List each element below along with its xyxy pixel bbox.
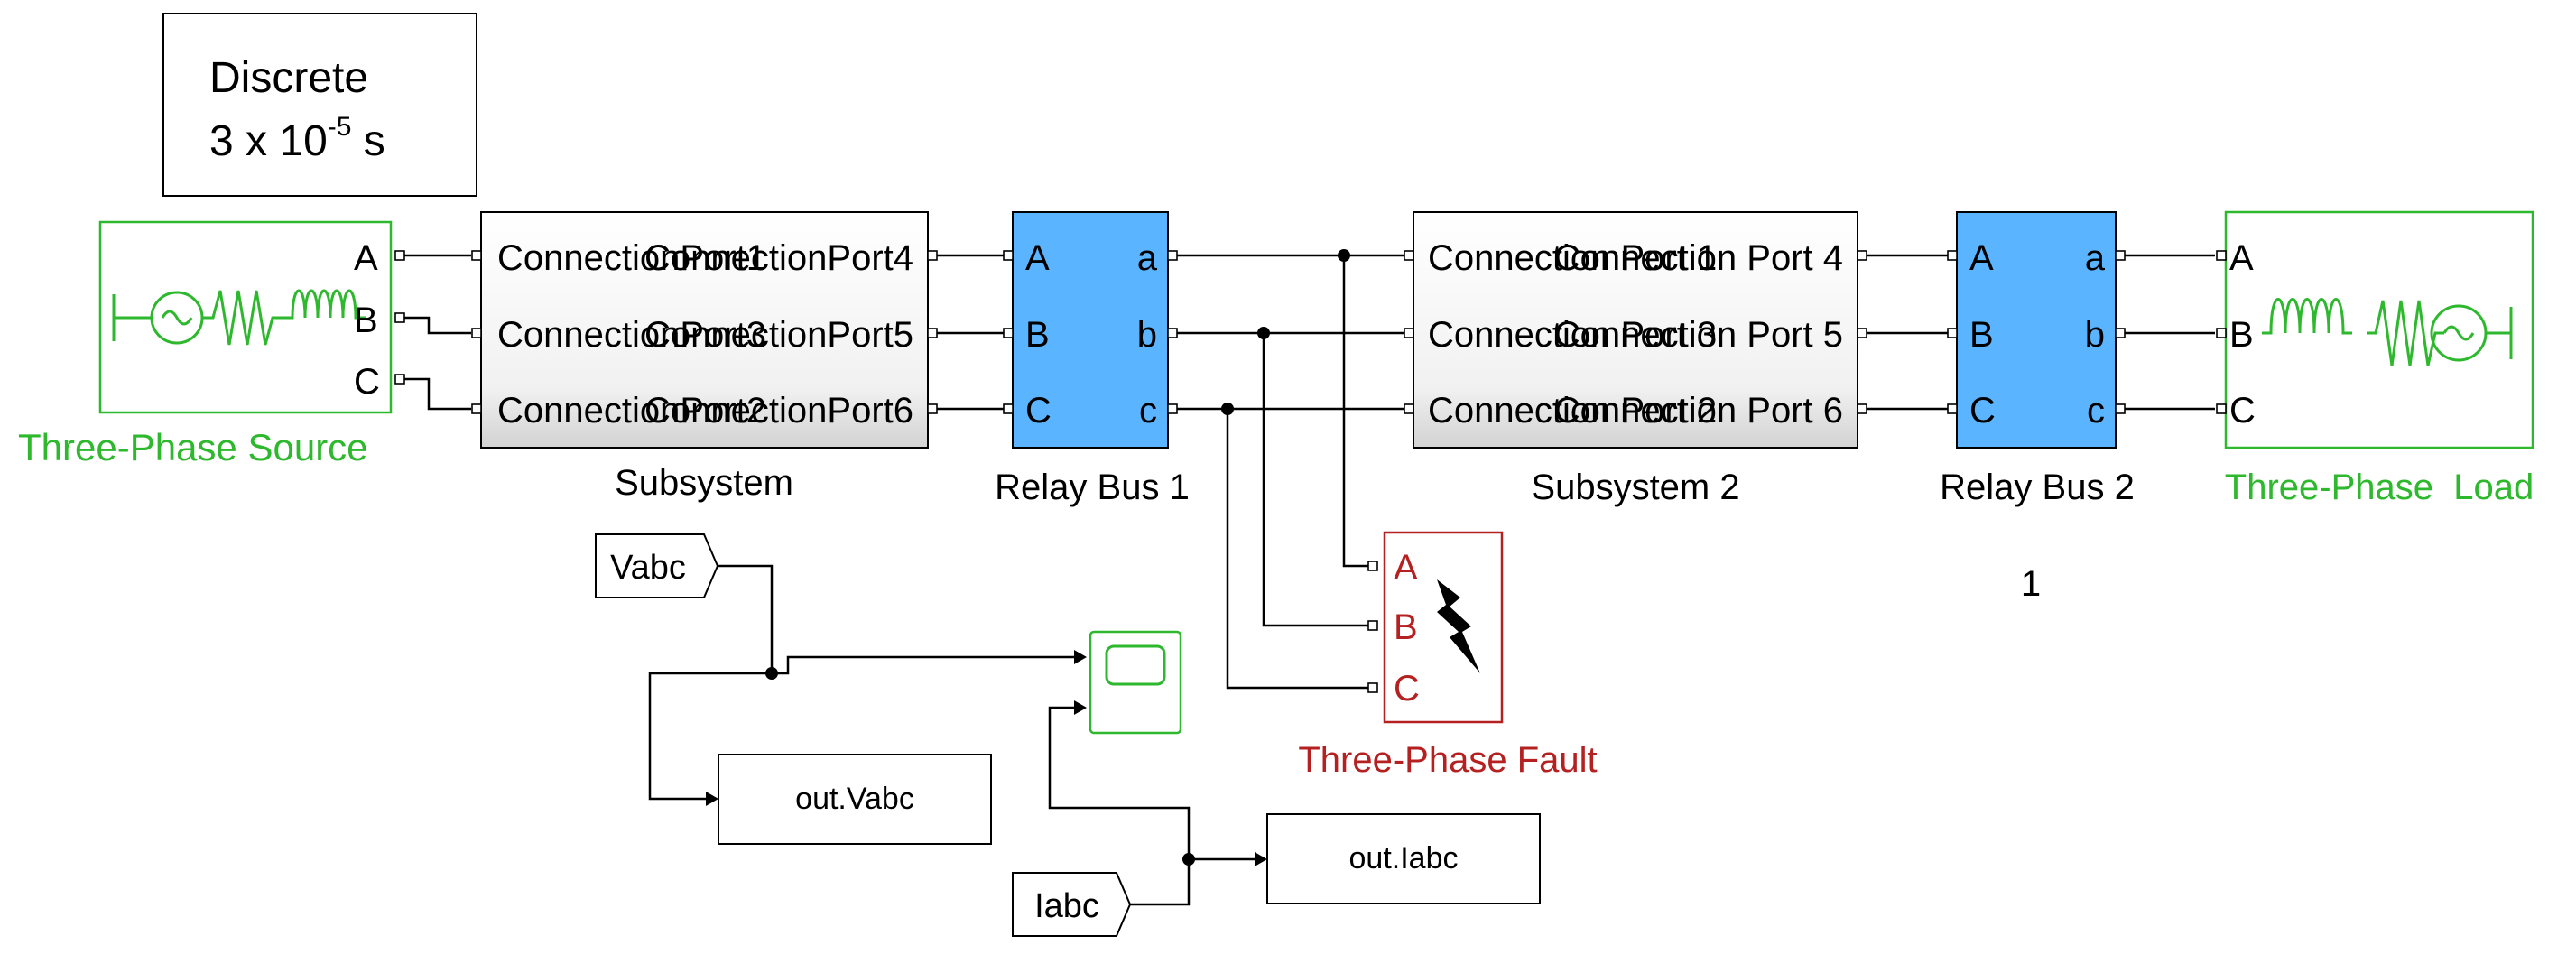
- sub1-port-right-4: ConnectionPort4: [644, 238, 913, 278]
- wire-branch-fault-c: [1226, 409, 1368, 690]
- relay2-out-b: b: [2085, 315, 2105, 355]
- sub2-port-right-6: Connection Port 6: [1554, 391, 1843, 431]
- wire-vabc-out: [648, 672, 772, 801]
- junction-dot: [1182, 853, 1195, 866]
- arrow-vabc-scope: [1074, 650, 1087, 664]
- relay2-in-a: A: [1969, 238, 1994, 278]
- relay1-in-c: C: [1025, 391, 1052, 431]
- annotation-number: 1: [2021, 564, 2041, 604]
- sub1-port-right-6: ConnectionPort6: [644, 391, 913, 431]
- wire-vabc: [718, 564, 774, 673]
- wires: [401, 249, 2215, 906]
- lightning-bolt-icon: [1437, 579, 1480, 673]
- relay1-out-c: c: [1139, 391, 1157, 431]
- three-phase-source-block[interactable]: A B C Three-Phase Source: [18, 220, 405, 468]
- relay2-in-b: B: [1969, 315, 1994, 355]
- fault-label: Three-Phase Fault: [1298, 740, 1597, 780]
- relay1-in-a: A: [1025, 238, 1050, 278]
- sub1-port-left-1: ConnectionPort1: [497, 238, 766, 278]
- arrow-iabc-out: [1255, 852, 1267, 866]
- sub2-port-right-5: Connection Port 5: [1554, 315, 1843, 355]
- arrow-iabc-scope: [1074, 700, 1087, 715]
- junction-dot: [1221, 403, 1234, 415]
- fault-port-b: B: [1394, 607, 1418, 647]
- wire-branch-fault-a: [1342, 255, 1368, 568]
- wire-iabc: [1130, 859, 1191, 906]
- load-icon: [2262, 298, 2513, 366]
- sub1-port-left-2: ConnectionPort2: [497, 391, 766, 431]
- from-iabc-label: Iabc: [1034, 887, 1099, 925]
- wire-source-b: [401, 316, 471, 335]
- three-phase-fault-block[interactable]: A B C Three-Phase Fault: [1298, 531, 1598, 780]
- relay-bus-1-label: Relay Bus 1: [995, 468, 1190, 507]
- relay-bus-1-block[interactable]: A B C a b c Relay Bus 1: [995, 211, 1190, 507]
- three-phase-load-block[interactable]: A B C Three-Phase Load: [2216, 210, 2534, 507]
- to-workspace-iabc-block[interactable]: out.Iabc: [1266, 813, 1541, 904]
- relay1-out-b: b: [1137, 315, 1157, 355]
- from-vabc-label: Vabc: [610, 549, 686, 587]
- junction-dot: [1257, 327, 1270, 339]
- scope-screen: [1105, 644, 1166, 686]
- powergui-block[interactable]: Discrete 3 x 10-5 s: [162, 13, 477, 197]
- relay-bus-2-block[interactable]: A B C a b c Relay Bus 2: [1940, 211, 2135, 507]
- source-port-b: B: [354, 301, 378, 340]
- scope-block[interactable]: [1089, 630, 1182, 735]
- wire-source-c: [401, 377, 471, 411]
- load-label: Three-Phase Load: [2225, 468, 2534, 507]
- source-label: Three-Phase Source: [18, 426, 368, 468]
- load-port-a: A: [2229, 238, 2254, 278]
- load-port-c: C: [2229, 391, 2256, 431]
- sub1-port-right-5: ConnectionPort5: [644, 315, 913, 355]
- source-icon: [112, 289, 366, 346]
- relay-bus-2-label: Relay Bus 2: [1940, 468, 2135, 507]
- relay2-in-c: C: [1969, 391, 1996, 431]
- subsystem-block[interactable]: ConnectionPort1 ConnectionPort4 Connecti…: [471, 211, 938, 503]
- load-port-b: B: [2229, 315, 2254, 355]
- wire-vabc-scope: [772, 655, 1076, 675]
- from-block-iabc[interactable]: Iabc: [1012, 872, 1132, 937]
- fault-port-c: C: [1394, 669, 1420, 709]
- junction-dot: [1338, 249, 1350, 262]
- wire-iabc-scope: [1048, 706, 1191, 859]
- sub2-port-left-1: Connection Port 1: [1428, 238, 1717, 278]
- source-port-c: C: [354, 362, 380, 402]
- from-block-vabc[interactable]: Vabc: [595, 533, 719, 598]
- sub2-port-left-3: Connection Port 3: [1428, 315, 1717, 355]
- solver-line1: Discrete: [209, 54, 368, 102]
- relay2-out-a: a: [2085, 238, 2106, 278]
- subsystem-2-label: Subsystem 2: [1531, 468, 1739, 507]
- junction-dot: [765, 667, 778, 680]
- relay1-in-b: B: [1025, 315, 1050, 355]
- subsystem-2-block[interactable]: Connection Port 1 Connection Port 4 Conn…: [1404, 211, 1867, 507]
- out-iabc-label: out.Iabc: [1349, 841, 1459, 876]
- solver-line2: 3 x 10-5 s: [209, 112, 385, 165]
- to-workspace-vabc-block[interactable]: out.Vabc: [718, 754, 992, 845]
- sub1-port-left-3: ConnectionPort3: [497, 315, 766, 355]
- out-vabc-label: out.Vabc: [795, 782, 914, 816]
- arrow-vabc-out: [706, 792, 718, 806]
- fault-port-a: A: [1394, 548, 1418, 588]
- relay1-out-a: a: [1137, 238, 1158, 278]
- sub2-port-right-4: Connection Port 4: [1554, 238, 1843, 278]
- source-port-a: A: [354, 238, 378, 278]
- sub2-port-left-2: Connection Port 2: [1428, 391, 1717, 431]
- wire-branch-fault-b: [1262, 333, 1368, 627]
- relay2-out-c: c: [2087, 391, 2105, 431]
- subsystem-label: Subsystem: [615, 463, 793, 503]
